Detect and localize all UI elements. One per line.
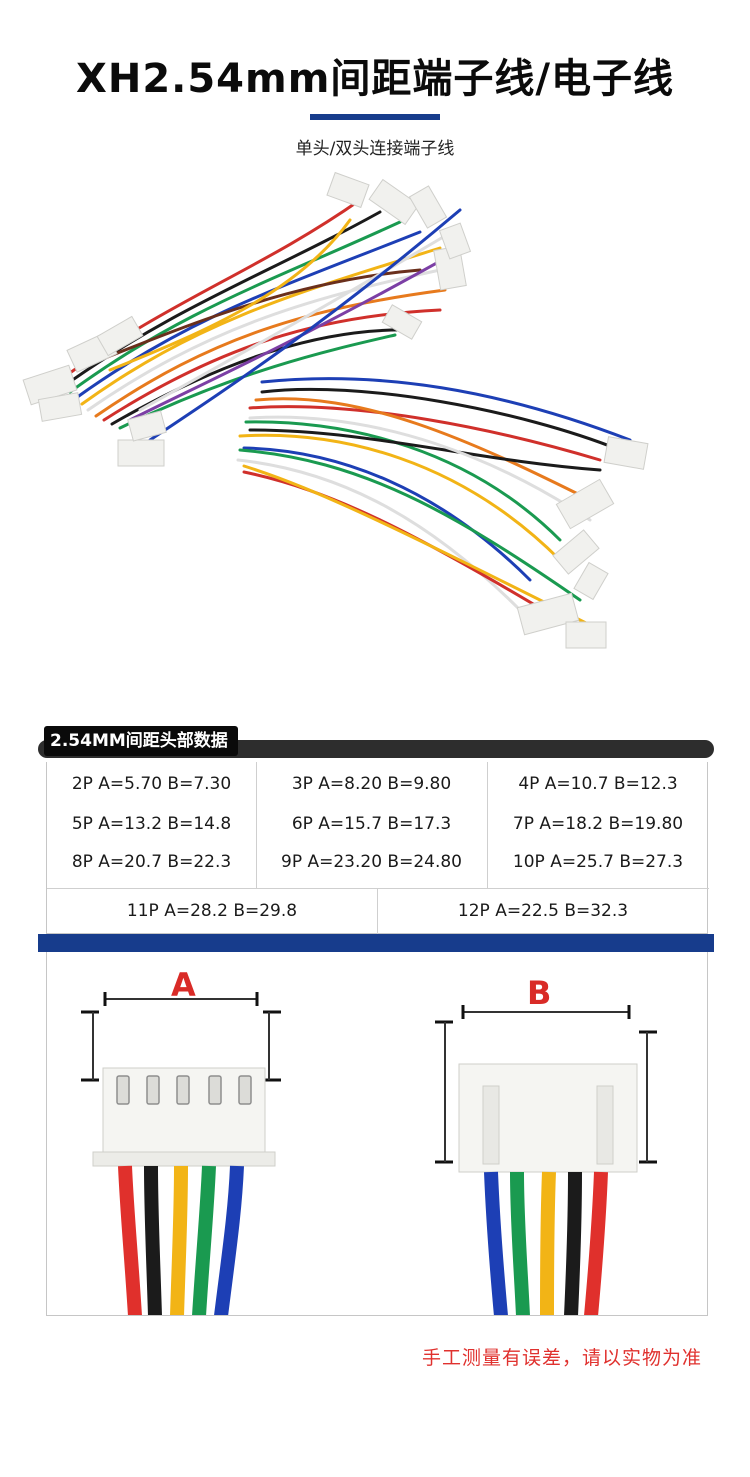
spec-cell-7p: 7P A=18.2 B=19.80 xyxy=(512,814,684,834)
section-label: 2.54MM间距头部数据 xyxy=(44,726,238,756)
page-title: XH2.54mm间距端子线/电子线 xyxy=(76,56,674,102)
spec-cell-10p: 10P A=25.7 B=27.3 xyxy=(512,852,684,872)
measurement-disclaimer: 手工测量有误差，请以实物为准 xyxy=(421,1347,702,1369)
spec-cell-11p: 11P A=28.2 B=29.8 xyxy=(126,901,298,921)
spec-section-header: 2.54MM间距头部数据 xyxy=(38,726,714,758)
spec-cell-4p: 4P A=10.7 B=12.3 xyxy=(518,774,678,794)
dimension-label-b: B xyxy=(527,974,552,1012)
dimension-diagram: A B xyxy=(46,952,708,1316)
page-subtitle: 单头/双头连接端子线 xyxy=(295,139,455,159)
spec-cell-3p: 3P A=8.20 B=9.80 xyxy=(291,774,452,794)
spec-cell-5p: 5P A=13.2 B=14.8 xyxy=(71,814,232,834)
dimension-label-a: A xyxy=(171,966,196,1004)
spec-table: 2P A=5.70 B=7.30 3P A=8.20 B=9.80 4P A=1… xyxy=(46,762,709,934)
connector-a-diagram xyxy=(81,992,281,1315)
spec-cell-2p: 2P A=5.70 B=7.30 xyxy=(71,774,232,794)
section-divider-bar xyxy=(38,934,714,952)
spec-cell-9p: 9P A=23.20 B=24.80 xyxy=(281,852,462,872)
table-divider xyxy=(487,762,488,888)
product-photo xyxy=(22,171,649,649)
spec-cell-6p: 6P A=15.7 B=17.3 xyxy=(291,814,452,834)
table-divider xyxy=(256,762,257,888)
title-underline xyxy=(310,114,440,120)
spec-cell-8p: 8P A=20.7 B=22.3 xyxy=(71,852,232,872)
connector-b-diagram xyxy=(435,1005,657,1315)
spec-cell-12p: 12P A=22.5 B=32.3 xyxy=(457,901,629,921)
table-divider xyxy=(377,888,378,934)
table-divider xyxy=(47,888,709,889)
